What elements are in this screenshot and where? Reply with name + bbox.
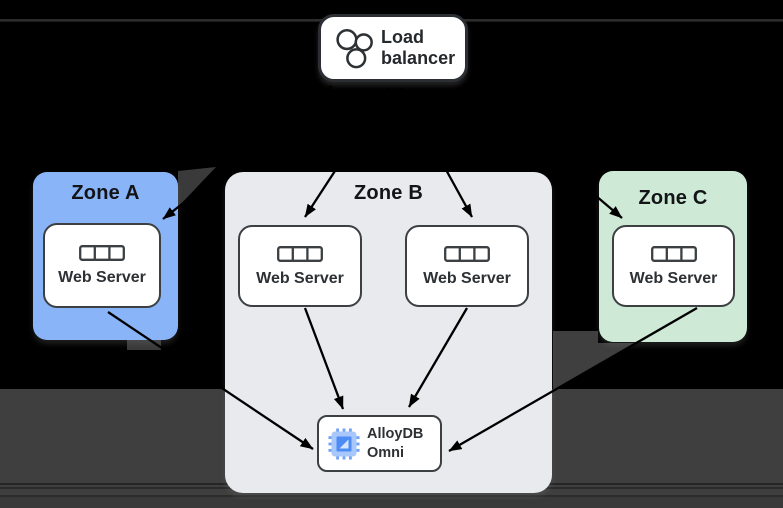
web-server-label: Web Server <box>423 269 511 287</box>
alloydb-omni-node: AlloyDB Omni <box>317 415 442 472</box>
zone-c-title: Zone C <box>638 187 708 209</box>
web-server-label: Web Server <box>256 269 344 287</box>
server-rack-icon <box>650 245 697 262</box>
server-rack-icon <box>277 245 323 262</box>
bottom-hairline-3 <box>0 495 783 497</box>
chip-icon <box>328 428 360 459</box>
server-rack-icon <box>444 245 490 262</box>
zone-b: Zone B Web Server Web Server <box>225 172 552 493</box>
bottom-band <box>0 497 783 508</box>
zone-c-web-server-node: Web Server <box>612 225 735 307</box>
zone-a-title: Zone A <box>71 182 140 204</box>
web-server-label: Web Server <box>629 269 718 287</box>
load-balancer-label: Load balancer <box>381 26 456 68</box>
zone-b-title: Zone B <box>354 182 423 204</box>
web-server-label: Web Server <box>58 269 146 286</box>
zone-c: Zone C Web Server <box>599 171 747 342</box>
zone-a: Zone A Web Server <box>33 172 178 340</box>
load-balancer-node: Load balancer <box>318 14 468 82</box>
zone-b-web-server-node-1: Web Server <box>238 225 362 307</box>
zone-a-web-server-node: Web Server <box>43 223 161 308</box>
zone-b-web-server-node-2: Web Server <box>405 225 529 307</box>
load-balancer-circles-icon <box>336 29 373 69</box>
alloydb-omni-label: AlloyDB Omni <box>367 426 424 461</box>
server-rack-icon <box>79 245 125 261</box>
